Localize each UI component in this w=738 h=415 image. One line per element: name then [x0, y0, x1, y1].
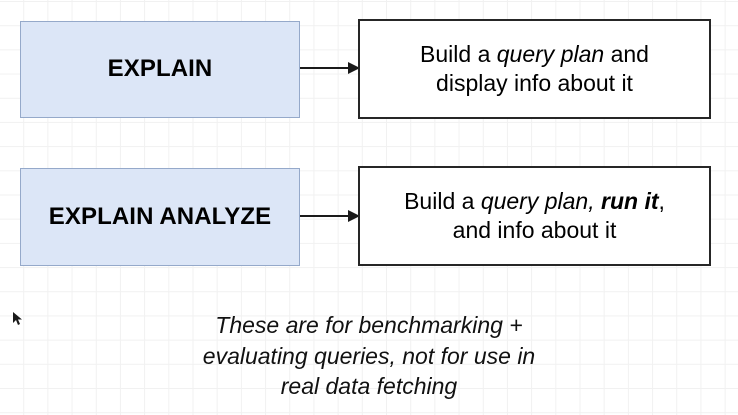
command-label-explain: EXPLAIN	[107, 55, 213, 83]
footer-line-2: evaluating queries, not for use in	[202, 342, 536, 369]
footer-line-1: These are for benchmarking +	[215, 312, 523, 338]
description-box-explain: Build a query plan and display info abou…	[358, 19, 711, 119]
mouse-pointer-icon	[13, 312, 22, 325]
arrow-right-icon-explain	[300, 62, 360, 74]
description-line-1: Build a query plan and	[420, 40, 649, 67]
footer-line-3: real data fetching	[280, 373, 458, 400]
command-box-explain[interactable]: EXPLAIN	[20, 21, 300, 118]
description-text-explain-analyze: Build a query plan, run it, and info abo…	[390, 187, 679, 246]
command-box-explain-analyze[interactable]: EXPLAIN ANALYZE	[20, 168, 300, 266]
description-box-explain-analyze: Build a query plan, run it, and info abo…	[358, 166, 711, 266]
command-label-explain-analyze: EXPLAIN ANALYZE	[48, 202, 272, 230]
arrow-right-icon-explain-analyze	[300, 210, 360, 222]
description-line-1: Build a query plan, run it,	[404, 187, 665, 214]
description-text-explain: Build a query plan and display info abou…	[406, 40, 663, 99]
description-line-2: and info about it	[452, 217, 617, 243]
footer-note: These are for benchmarking + evaluating …	[0, 310, 738, 402]
description-line-2: display info about it	[436, 70, 633, 96]
